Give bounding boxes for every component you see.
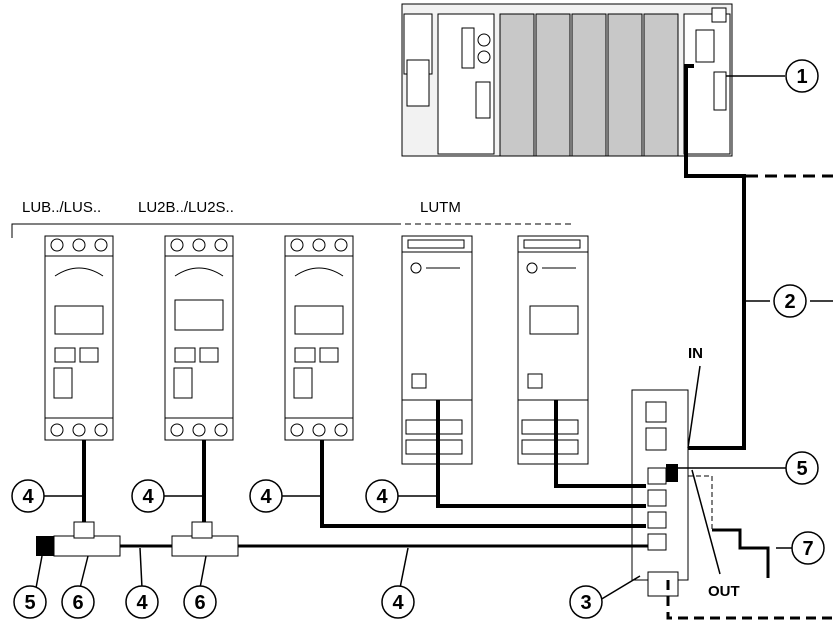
callout-bus-cable: 2 [773,284,807,318]
callout-tee-2: 6 [183,585,217,619]
callout-link-cable-1: 4 [125,585,159,619]
callout-drop-cable-4: 4 [365,479,399,513]
label-lu2b-lu2s: LU2B../LU2S.. [138,199,234,216]
lutm-module-2 [517,235,589,465]
label-out: OUT [708,583,740,600]
svg-text:7: 7 [802,538,813,560]
terminator-left [36,536,54,556]
splitter-box [631,389,689,597]
plc-rack [401,3,733,157]
svg-text:2: 2 [784,291,795,313]
svg-text:6: 6 [72,592,83,614]
callout-plc: 1 [785,59,819,93]
svg-text:3: 3 [580,592,591,614]
callout-terminator-left: 5 [13,585,47,619]
svg-text:4: 4 [22,486,34,508]
callout-tee-1: 6 [61,585,95,619]
tee-2 [171,521,239,557]
label-lub-lus: LUB../LUS.. [22,199,101,216]
callout-drop-cable-3: 4 [249,479,283,513]
svg-text:4: 4 [142,486,154,508]
svg-text:4: 4 [392,592,404,614]
svg-text:5: 5 [796,458,807,480]
callout-drop-cable-1: 4 [11,479,45,513]
svg-text:4: 4 [260,486,272,508]
out-cable [666,475,833,620]
svg-text:4: 4 [136,592,148,614]
starter-1 [44,235,114,441]
svg-text:5: 5 [24,592,35,614]
callout-out-cable: 7 [791,531,825,565]
drop-cables [82,400,646,528]
label-lutm: LUTM [420,199,461,216]
svg-text:6: 6 [194,592,205,614]
label-in: IN [688,345,703,362]
callout-terminator-box: 5 [785,451,819,485]
svg-text:1: 1 [796,66,807,88]
bus-cable [672,64,746,450]
starter-3 [284,235,354,441]
tee-1 [53,521,121,557]
callout-link-cable-2: 4 [381,585,415,619]
starter-2 [164,235,234,441]
terminator-box [666,464,678,482]
callout-splitter-box: 3 [569,585,603,619]
svg-text:4: 4 [376,486,388,508]
callout-drop-cable-2: 4 [131,479,165,513]
